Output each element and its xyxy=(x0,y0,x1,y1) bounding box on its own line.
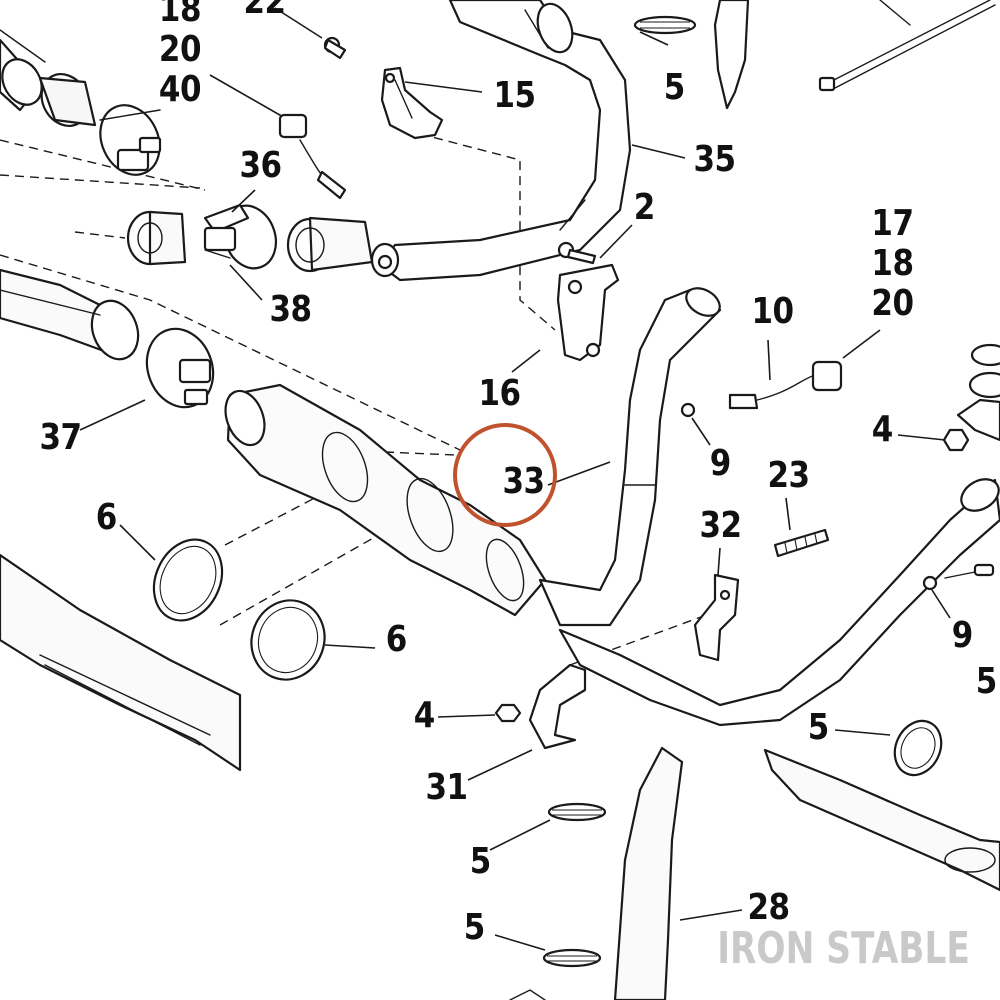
leader-lines xyxy=(79,7,951,951)
callout-4-right: 4 xyxy=(871,409,894,450)
callout-16: 16 xyxy=(478,373,521,414)
callout-6-mid: 6 xyxy=(385,619,408,660)
callout-18: 18 xyxy=(158,0,202,30)
callout-18-right: 18 xyxy=(871,243,914,284)
heat-shield-upper xyxy=(713,0,750,110)
coupler-36b xyxy=(286,216,374,273)
washer-9-mid xyxy=(680,402,696,418)
clamp-36 xyxy=(203,203,278,270)
callout-10: 10 xyxy=(751,291,794,332)
highlight-circle-33 xyxy=(453,423,557,527)
callout-17: 17 xyxy=(871,203,914,244)
callout-9-mid: 9 xyxy=(709,443,732,484)
callout-4-lower: 4 xyxy=(413,695,436,736)
clamp-5-upper xyxy=(633,15,697,35)
washer-9-right xyxy=(922,563,995,591)
callout-20: 20 xyxy=(158,29,202,70)
callout-5-bottom-b: 5 xyxy=(463,907,486,948)
callout-5-upper: 5 xyxy=(663,67,686,108)
callout-23: 23 xyxy=(767,455,810,496)
nut-4-lower xyxy=(494,703,522,723)
clamp-upper-left xyxy=(99,104,162,176)
clamp-5-bottom-a xyxy=(547,802,607,822)
rear-head-pipe xyxy=(558,478,1000,727)
clamp-37 xyxy=(145,327,215,409)
callout-32: 32 xyxy=(699,505,742,546)
callout-6-left: 6 xyxy=(95,497,118,538)
catalyst-pipe-33 xyxy=(224,383,547,617)
head-pipe-35 xyxy=(370,0,632,282)
callout-31: 31 xyxy=(425,767,468,808)
clamp-5-bottom-b xyxy=(542,948,602,968)
heat-shield-lower-right xyxy=(763,748,1000,892)
upper-left-muffler xyxy=(0,29,97,127)
callout-5-far-right: 5 xyxy=(975,661,998,702)
o2-sensor-right xyxy=(728,329,881,410)
cable-tie xyxy=(818,0,996,92)
bracket-32 xyxy=(693,573,740,662)
gasket-38 xyxy=(126,210,187,266)
right-edge-parts xyxy=(956,343,1000,442)
bracket-15 xyxy=(380,66,444,140)
callout-2: 2 xyxy=(633,187,656,228)
callout-38: 38 xyxy=(269,289,312,330)
heat-shield-lower-left xyxy=(0,553,242,772)
bracket-31 xyxy=(528,663,587,750)
callout-15: 15 xyxy=(493,75,536,116)
callout-5-bottom-a: 5 xyxy=(469,841,492,882)
stud-23 xyxy=(773,528,830,558)
callout-36: 36 xyxy=(239,145,282,186)
muffler-left xyxy=(0,268,140,361)
front-head-pipe xyxy=(538,287,722,627)
nut-4-right xyxy=(942,428,970,452)
clamp-5-lower-right xyxy=(893,719,943,777)
bolt-22 xyxy=(323,36,347,60)
callout-37: 37 xyxy=(39,417,82,458)
callout-20-right: 20 xyxy=(871,283,914,324)
callout-stack-17-18-20: 17 18 20 xyxy=(871,203,914,324)
clamp-6-left xyxy=(152,538,224,622)
callout-5-lower-right: 5 xyxy=(807,707,830,748)
o2-sensor-upper xyxy=(209,74,347,200)
bolt-2 xyxy=(557,241,597,265)
callout-stack-18-20-40: 18 20 40 xyxy=(159,0,202,110)
callout-28: 28 xyxy=(747,887,790,928)
muffler-28 xyxy=(509,746,684,1000)
callout-35: 35 xyxy=(693,139,736,180)
brand-watermark: IRON STABLE xyxy=(717,923,970,974)
callout-33: 33 xyxy=(502,461,545,502)
bracket-16 xyxy=(556,263,620,362)
clamp-6-mid xyxy=(250,599,326,681)
callout-9-right: 9 xyxy=(951,615,974,656)
callout-22: 22 xyxy=(243,0,286,22)
callout-40: 40 xyxy=(158,69,202,110)
